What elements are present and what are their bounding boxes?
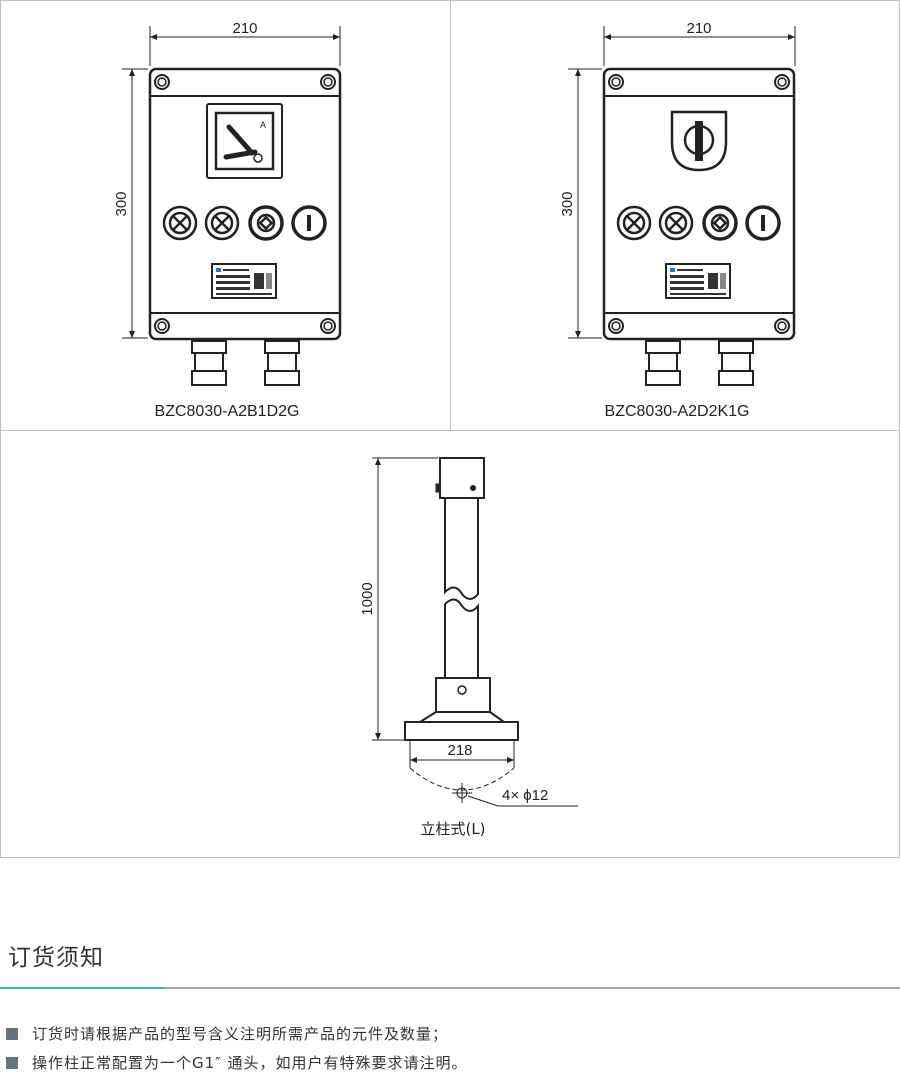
height-dimension: 300 — [113, 191, 130, 216]
section-divider — [0, 987, 900, 989]
enclosure-drawing-1: 210 300 A BZC8030-A2B1D2G — [113, 20, 342, 420]
hole-spec: 4× ϕ12 — [502, 787, 548, 804]
width-dimension: 210 — [686, 20, 711, 37]
note-item: 订货时请根据产品的型号含义注明所需产品的元件及数量； — [6, 1023, 448, 1044]
drawing-frame — [0, 0, 900, 858]
note-text: 订货时请根据产品的型号含义注明所需产品的元件及数量； — [32, 1025, 449, 1043]
ammeter-unit: A — [260, 120, 266, 130]
ordering-heading: 订货须知 — [8, 945, 104, 971]
pillar-drawing — [372, 457, 578, 807]
model-label-1: BZC8030-A2B1D2G — [155, 403, 300, 420]
note-item: 操作柱正常配置为一个G1″ 通头，如用户有特殊要求请注明。 — [6, 1052, 468, 1073]
technical-drawings: 210 300 A BZC8030-A2B1D2G 210 300 BZC803… — [0, 0, 900, 858]
bullet-square-icon — [6, 1027, 18, 1040]
model-label-2: BZC8030-A2D2K1G — [605, 403, 750, 420]
height-dimension: 300 — [559, 191, 576, 216]
pillar-height-dimension: 1000 — [359, 582, 376, 615]
width-dimension: 210 — [232, 20, 257, 37]
enclosure-drawing-2: 210 300 BZC8030-A2D2K1G — [559, 20, 796, 420]
pillar-label: 立柱式(L) — [420, 820, 485, 838]
bullet-square-icon — [6, 1056, 18, 1069]
base-width-dimension: 218 — [447, 742, 472, 759]
note-text: 操作柱正常配置为一个G1″ 通头，如用户有特殊要求请注明。 — [32, 1054, 468, 1072]
divider-accent — [0, 987, 165, 989]
